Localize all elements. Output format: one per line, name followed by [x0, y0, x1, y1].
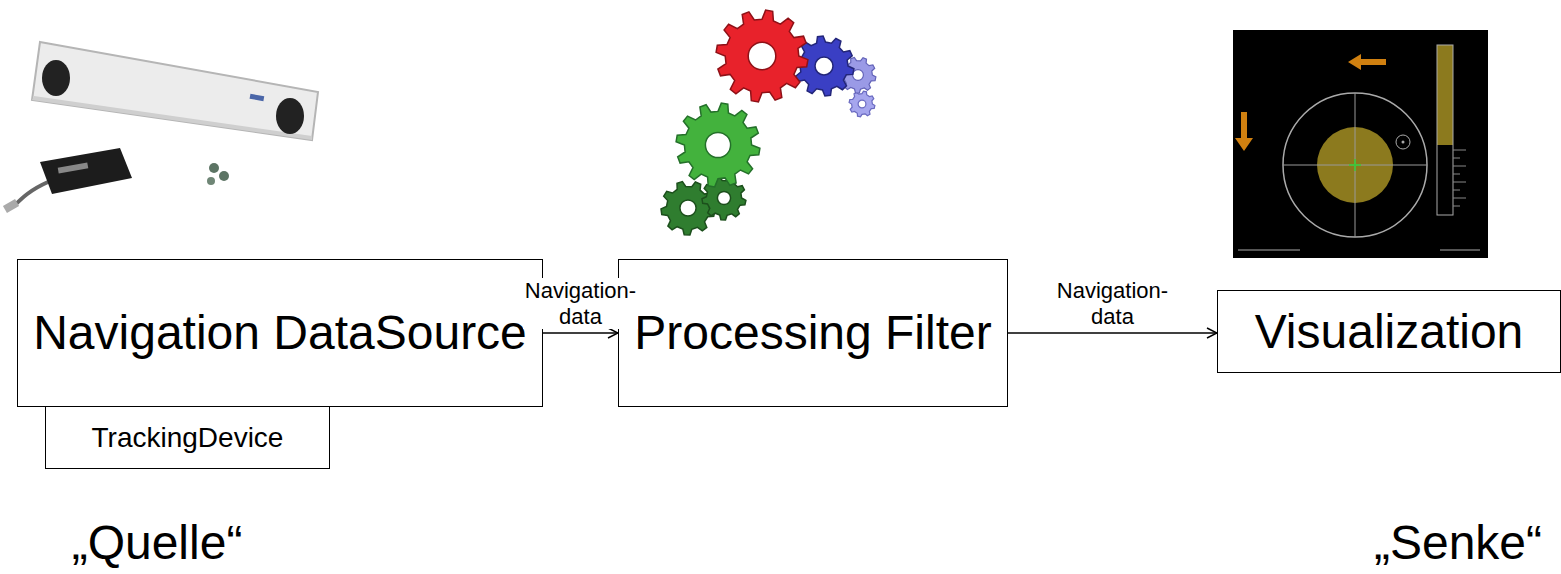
- source-box: Navigation DataSource: [17, 259, 543, 407]
- camera-bar-edge: [32, 96, 312, 140]
- target-ring: [1283, 93, 1427, 237]
- edge-label: Navigation- data: [523, 278, 638, 329]
- role-label: „Quelle“: [72, 515, 243, 570]
- tracking-camera: [3, 42, 318, 213]
- gear: [849, 91, 875, 117]
- camera-lens: [42, 60, 70, 96]
- node-text: Visualization: [1255, 303, 1524, 361]
- depth-bar: [1437, 45, 1453, 215]
- marker-sphere: [219, 171, 229, 181]
- depth-tick: [1453, 166, 1466, 167]
- control-box-label: [58, 162, 89, 173]
- crosshair: [1355, 93, 1356, 237]
- depth-ticks: [1453, 150, 1466, 206]
- tip-marker: [1396, 135, 1410, 149]
- control-box: [40, 148, 132, 194]
- screen-background: [1233, 30, 1488, 258]
- visualization-screenshot: [1233, 30, 1488, 258]
- tip-marker: [1402, 141, 1405, 144]
- gear: [676, 103, 760, 187]
- camera-logo: [250, 94, 265, 101]
- node-text: Processing Filter: [634, 304, 991, 362]
- depth-tick: [1453, 190, 1460, 191]
- depth-tick: [1453, 198, 1466, 199]
- depth-tick: [1453, 206, 1460, 207]
- depth-tick: [1453, 158, 1460, 159]
- camera-bar: [32, 42, 318, 140]
- depth-tick: [1453, 150, 1466, 151]
- role-label: „Senke“: [1374, 515, 1542, 570]
- filter-box: Processing Filter: [618, 259, 1008, 407]
- gear: [716, 10, 808, 102]
- node-text: Navigation DataSource: [33, 304, 527, 362]
- marker-sphere: [209, 163, 219, 173]
- device-box: TrackingDevice: [45, 406, 330, 469]
- gears: [661, 10, 876, 235]
- direction-arrow: [1348, 54, 1386, 70]
- data-flow-arrow: [543, 332, 618, 334]
- marker-sphere: [207, 177, 215, 185]
- depth-tick: [1453, 174, 1460, 175]
- status-line: [1440, 249, 1480, 251]
- camera-cable: [14, 182, 48, 206]
- sink-box: Visualization: [1217, 290, 1561, 373]
- edge-label: Navigation- data: [1055, 278, 1170, 329]
- direction-arrow: [1235, 112, 1253, 151]
- cable-plug: [3, 199, 19, 213]
- data-flow-arrow: [1008, 332, 1217, 334]
- depth-fill: [1437, 45, 1453, 145]
- depth-tick: [1453, 182, 1466, 183]
- tool-cross: [1354, 159, 1356, 171]
- status-line: [1238, 249, 1300, 251]
- node-text: TrackingDevice: [92, 421, 284, 455]
- camera-lens: [276, 98, 304, 134]
